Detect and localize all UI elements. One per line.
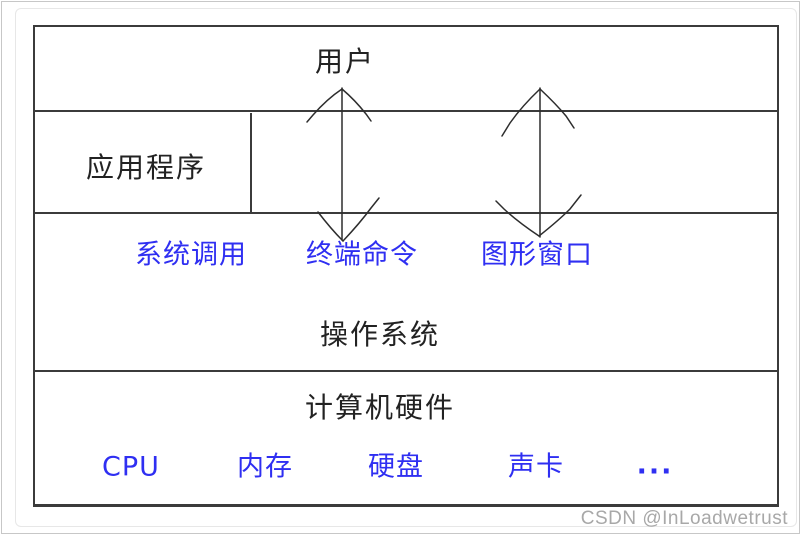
csdn-watermark: CSDN @InLoadwetrust: [580, 508, 788, 529]
divider-user-application: [33, 110, 779, 112]
layer-label-hardware: 计算机硬件: [304, 391, 456, 424]
hardware-item-memory: 内存: [237, 451, 293, 483]
divider-os-hardware: [33, 370, 779, 372]
os-interface-label-system-call: 系统调用: [135, 239, 247, 271]
os-interface-label-graphic-window: 图形窗口: [481, 239, 593, 271]
hardware-item-soundcard: 声卡: [508, 451, 564, 483]
hardware-item-ellipsis: ...: [636, 449, 674, 481]
hardware-item-cpu: CPU: [102, 451, 160, 483]
layer-label-application: 应用程序: [86, 151, 207, 184]
hardware-item-disk: 硬盘: [368, 451, 424, 483]
layer-label-user: 用户: [314, 45, 376, 78]
divider-application-right: [250, 113, 252, 212]
divider-application-os: [33, 212, 779, 214]
system-layers-box: [33, 25, 779, 507]
os-interface-label-terminal-command: 终端命令: [306, 239, 418, 271]
content-border: [15, 8, 797, 527]
layer-label-os: 操作系统: [319, 318, 441, 351]
